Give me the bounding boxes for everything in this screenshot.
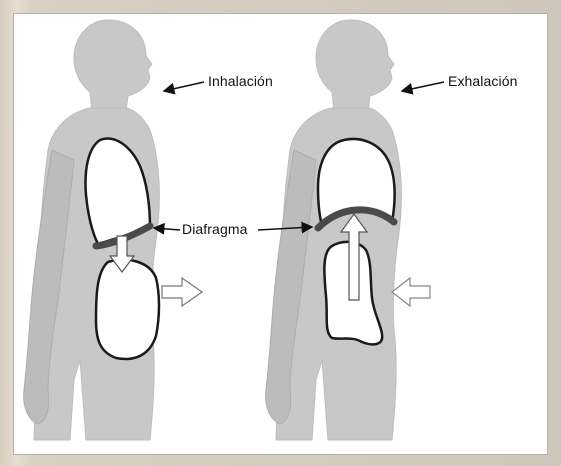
outward-arrow-left: [162, 278, 202, 306]
label-inhalation: Inhalación: [208, 73, 273, 89]
pointer-inhalation: [164, 82, 204, 91]
head-left: [74, 20, 152, 112]
label-diaphragm: Diafragma: [182, 221, 247, 237]
head-right: [316, 20, 394, 112]
pointer-exhalation: [402, 82, 444, 91]
figure-exhalation: [266, 20, 430, 440]
label-exhalation: Exhalación: [448, 73, 518, 89]
inward-arrow-right: [392, 278, 430, 306]
pointer-diaphragm-left: [154, 228, 180, 230]
abdomen-left: [96, 260, 159, 359]
